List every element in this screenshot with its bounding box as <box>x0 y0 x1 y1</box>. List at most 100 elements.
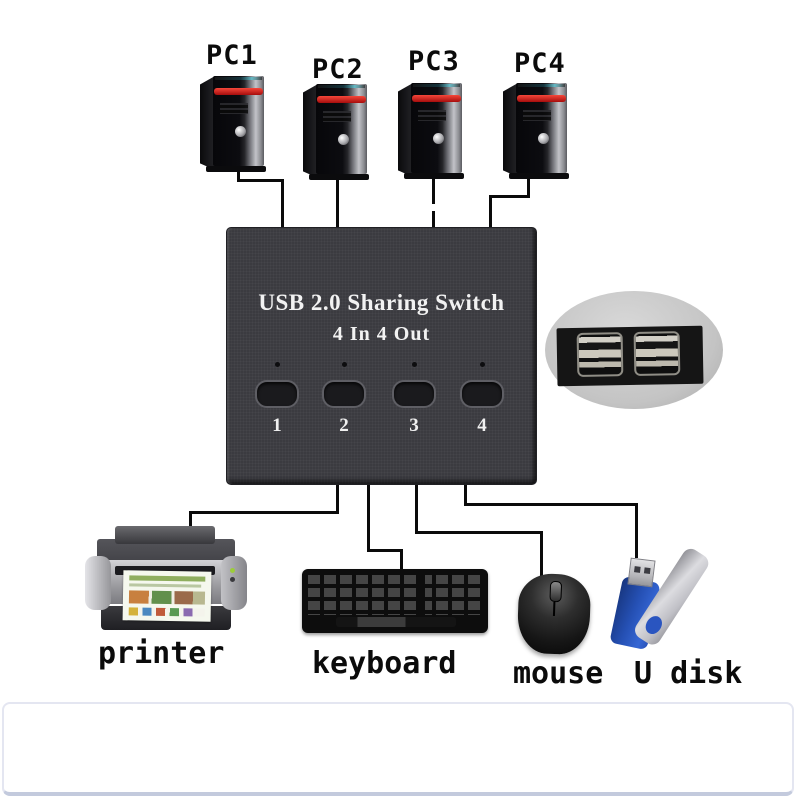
port-number: 3 <box>409 415 419 436</box>
wire-printer <box>189 511 339 514</box>
footer-frame <box>2 702 794 796</box>
port-number: 1 <box>272 415 282 436</box>
pc1-tower <box>200 76 266 172</box>
power-button-icon <box>433 133 444 144</box>
udisk-label: U disk <box>634 656 743 691</box>
switch-port-2: 2 <box>316 362 372 437</box>
power-button-icon <box>338 134 349 145</box>
power-button-icon <box>235 126 246 137</box>
power-button-icon <box>538 133 549 144</box>
wire-pc4 <box>527 170 530 198</box>
tower-top-glint <box>518 84 565 87</box>
pc2-label: PC2 <box>312 54 364 85</box>
tower-red-stripe <box>517 95 566 102</box>
tower-base <box>206 166 266 172</box>
printer-left-pod <box>85 556 111 610</box>
usb-connector-icon <box>627 557 656 588</box>
led-indicator-icon <box>341 362 347 367</box>
printer-label: printer <box>98 636 225 671</box>
keyboard-spacebar-row <box>336 617 456 627</box>
led-indicator-icon <box>274 362 280 367</box>
tower-drive-bays <box>523 110 551 121</box>
connector-hole <box>643 567 651 575</box>
tower-drive-bays <box>323 111 351 122</box>
tower-top-glint <box>413 84 460 87</box>
usb-ports-closeup <box>545 291 723 409</box>
keyboard-keys-grid <box>308 575 482 615</box>
select-button-4 <box>460 380 504 408</box>
tower-red-stripe <box>214 88 263 95</box>
usb-port-icon <box>633 331 681 376</box>
tower-drive-bays <box>220 103 248 114</box>
port-number: 4 <box>477 415 487 436</box>
tower-top-glint <box>318 85 365 88</box>
mouse-scroll-wheel <box>549 580 563 603</box>
wire-mouse <box>415 531 543 534</box>
page-color-chips <box>128 607 205 617</box>
tower-base <box>309 174 369 180</box>
select-button-1 <box>255 380 299 408</box>
switch-subtitle: 4 In 4 Out <box>332 323 431 345</box>
led-indicator-icon <box>411 362 417 367</box>
printer-status-led-icon <box>230 568 235 573</box>
tower-side-panel <box>398 83 413 177</box>
wire-keyboard <box>400 549 403 573</box>
wire-udisk <box>635 503 638 558</box>
wire-pc2 <box>336 175 339 229</box>
wire-pc1 <box>237 179 284 182</box>
tower-red-stripe <box>412 95 461 102</box>
select-button-3 <box>392 380 436 408</box>
page-text-line <box>129 583 202 588</box>
pc3-tower <box>398 83 464 179</box>
wire-pc1 <box>281 179 284 229</box>
udisk-image <box>608 545 712 657</box>
printer-right-pod <box>221 556 247 610</box>
keyboard-numpad-divider <box>420 575 425 615</box>
usb-sharing-switch: USB 2.0 Sharing Switch 4 In 4 Out 1 2 3 … <box>226 227 537 485</box>
pc1-label: PC1 <box>206 40 258 71</box>
tower-side-panel <box>503 83 518 177</box>
wire-keyboard <box>367 549 403 552</box>
switch-port-1: 1 <box>249 362 305 437</box>
wire-pc3 <box>432 172 435 204</box>
pc4-tower <box>503 83 569 179</box>
page-header-bar <box>129 575 206 582</box>
wire-mouse <box>540 531 543 577</box>
mouse-button-seam <box>552 601 556 617</box>
tower-red-stripe <box>317 96 366 103</box>
printer-image <box>85 526 247 634</box>
usb-port-panel <box>556 325 704 387</box>
wire-keyboard <box>367 482 370 552</box>
tower-front-panel <box>213 76 264 166</box>
wire-pc4 <box>489 195 530 198</box>
switch-title: USB 2.0 Sharing Switch <box>258 290 505 315</box>
pc2-tower <box>303 84 369 180</box>
tower-front-panel <box>316 84 367 174</box>
switch-port-3: 3 <box>386 362 442 437</box>
printer-lid <box>115 526 215 544</box>
tower-front-panel <box>411 83 462 173</box>
tower-front-panel <box>516 83 567 173</box>
tower-side-panel <box>303 84 318 178</box>
led-indicator-icon <box>479 362 485 367</box>
port-number: 2 <box>339 415 349 436</box>
clip-hole <box>642 612 666 638</box>
tower-side-panel <box>200 76 215 170</box>
page-photo-band <box>128 590 206 605</box>
usb-port-icon <box>576 332 624 377</box>
mouse-label: mouse <box>513 656 604 691</box>
keyboard-label: keyboard <box>312 646 457 681</box>
wire-pc1 <box>237 168 240 182</box>
wire-pc4 <box>489 195 492 229</box>
printed-page <box>122 570 212 622</box>
wire-printer <box>189 511 192 533</box>
wire-udisk <box>464 482 467 506</box>
keyboard-image <box>302 569 488 633</box>
pc3-label: PC3 <box>408 46 460 77</box>
tower-top-glint <box>215 77 262 80</box>
connector-hole <box>633 566 641 573</box>
switch-port-4: 4 <box>454 362 510 437</box>
select-button-2 <box>322 380 366 408</box>
wire-mouse <box>415 482 418 534</box>
